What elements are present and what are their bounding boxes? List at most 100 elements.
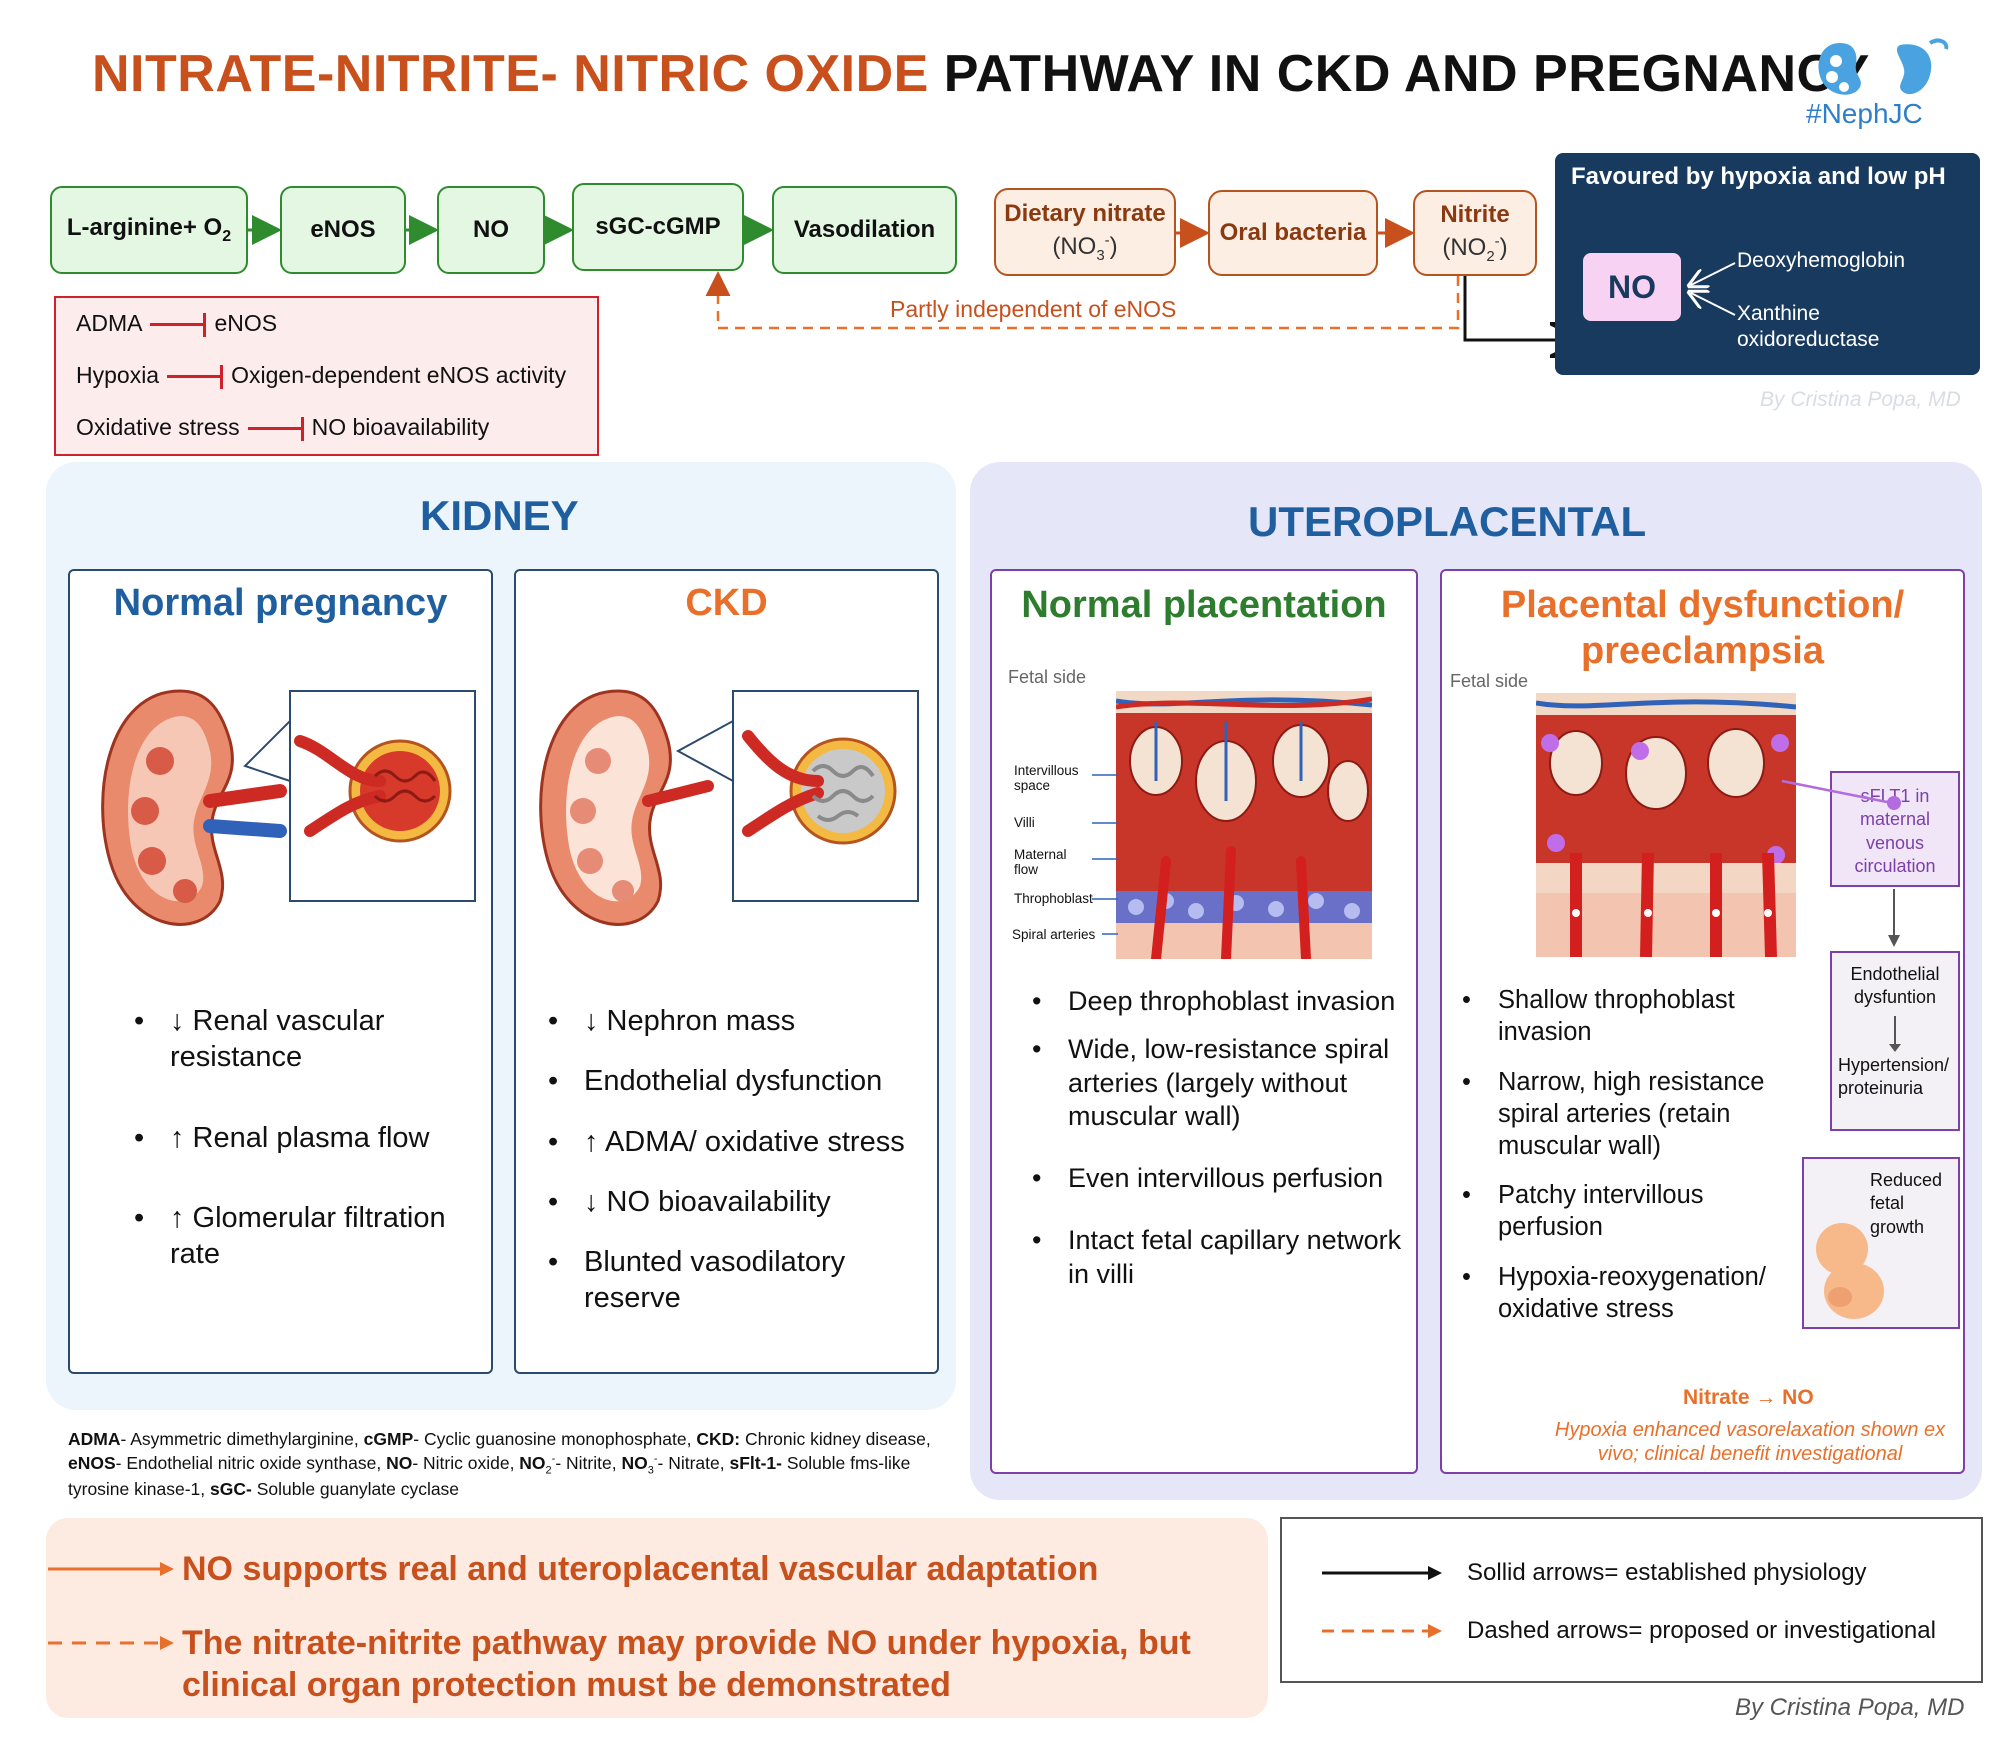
label-leader-lines — [1092, 774, 1118, 935]
abbr-sup: - — [653, 1452, 658, 1465]
xanthine-label: Xanthine oxidoreductase — [1737, 302, 1880, 352]
abbr-value: - Cyclic guanosine monophosphate, — [413, 1429, 697, 1449]
bullet-item: ↓ Nephron mass — [548, 1003, 918, 1040]
vasodilation-box: Vasodilation — [772, 186, 957, 274]
abbr-key: sGC- — [210, 1478, 252, 1499]
abbr-value: Chronic kidney disease, — [740, 1429, 931, 1449]
larginine-subscript: 2 — [222, 227, 232, 245]
abbr-sub: 2 — [545, 1464, 552, 1477]
nitrate-superscript: - — [1104, 231, 1110, 249]
bullet-item: Patchy intervillous perfusion — [1462, 1180, 1777, 1244]
inhibitor-right: NO bioavailability — [311, 414, 490, 440]
endothelial-label: Endothelial dysfuntion — [1850, 964, 1940, 1008]
ckd-kidney-illustration-icon — [539, 689, 919, 926]
normal-placentation-card: Normal placentation Fetal side Intervill… — [990, 569, 1418, 1474]
bullet-item: ↓ Renal vascular resistance — [134, 1003, 474, 1076]
legend-solid: Sollid arrows= established physiology — [1467, 1559, 1867, 1586]
logo-text: #NephJC — [1806, 98, 1923, 129]
hypoxia-panel-title: Favoured by hypoxia and low pH — [1571, 163, 1946, 190]
larginine-text: L-arginine+ O — [66, 214, 223, 242]
deoxyhemoglobin-label: Deoxyhemoglobin — [1737, 249, 1906, 272]
larginine-label: L-arginine+ O2 — [67, 214, 231, 246]
inhibitor-right: eNOS — [214, 310, 278, 336]
author-credit: By Cristina Popa, MD — [1735, 1694, 1965, 1721]
inhibitor-left: Hypoxia — [76, 362, 160, 388]
maternal-flow-label: Maternal flow — [1014, 847, 1067, 877]
inhibitor-right: Oxigen-dependent eNOS activity — [231, 362, 567, 388]
abbr-sub: 3 — [647, 1464, 654, 1477]
abbr-key: eNOS — [68, 1452, 116, 1473]
kidney-illustration-icon — [101, 689, 476, 926]
ckd-card: CKD ↓ Nephron mass Endothelial dysfuncti… — [514, 569, 939, 1374]
throphoblast-label: Throphoblast — [1014, 891, 1093, 906]
solid-nitrite-to-hypoxia — [1463, 276, 1580, 340]
conclusion-arrows — [48, 1562, 174, 1650]
bullet-item: Deep throphoblast invasion — [1032, 985, 1412, 1019]
reduced-growth-box: Reduced fetal growth — [1802, 1157, 1960, 1329]
preeclampsia-connectors — [1781, 779, 1901, 947]
preeclampsia-card: Placental dysfunction/ preeclampsia Feta… — [1440, 569, 1965, 1474]
nitrite-formula: (NO2-) — [1442, 232, 1508, 265]
pathway-connectors — [248, 215, 1999, 480]
conclusion-panel: NO supports real and uteroplacental vasc… — [46, 1518, 1268, 1718]
fetal-side-label: Fetal side — [1008, 667, 1087, 687]
hypertension-label: Hypertension/ proteinuria — [1838, 1054, 1950, 1099]
bullet-item: Wide, low-resistance spiral arteries (la… — [1032, 1033, 1412, 1134]
abbr-value: - Asymmetric dimethylarginine, — [120, 1429, 364, 1449]
ckd-title: CKD — [685, 582, 768, 624]
villi-label: Villi — [1014, 815, 1035, 830]
normal-placentation-bullets: Deep throphoblast invasion Wide, low-res… — [1032, 985, 1412, 1291]
spiral-arteries-label: Spiral arteries — [1012, 927, 1096, 942]
abbr-value: - Nitrite, — [555, 1452, 622, 1473]
inhibitor-row: Oxidative stress NO bioavailability — [76, 414, 489, 441]
abbr-value: Soluble guanylate cyclase — [251, 1478, 460, 1499]
abbr-value: - Nitrate, — [657, 1452, 730, 1473]
dietary-nitrate-box: Dietary nitrate (NO3-) — [994, 188, 1176, 276]
inhibitor-row: Hypoxia Oxigen-dependent eNOS activity — [76, 362, 566, 389]
nitrate-no-label: Nitrate → NO — [1683, 1386, 1814, 1409]
vasodilation-label: Vasodilation — [793, 216, 936, 243]
abbr-key: sFlt-1- — [729, 1452, 782, 1473]
endothelial-box: Endothelial dysfuntion Hypertension/ pro… — [1830, 951, 1960, 1131]
title-part-black: PATHWAY IN CKD AND PREGNANCY — [943, 45, 1870, 103]
dietary-nitrate-label: Dietary nitrate — [1004, 200, 1166, 228]
hypoxia-arrows — [1681, 262, 1736, 316]
bullet-item: ↑ Renal plasma flow — [134, 1120, 474, 1157]
ckd-bullets: ↓ Nephron mass Endothelial dysfunction ↑… — [548, 1003, 918, 1317]
legend-arrows — [1322, 1566, 1442, 1638]
fetus-icon — [1816, 1223, 1884, 1319]
nitrite-superscript: - — [1494, 232, 1500, 250]
abbr-value: - Endothelial nitric oxide synthase, — [115, 1452, 387, 1473]
bullet-item: ↓ NO bioavailability — [548, 1184, 918, 1221]
abbr-key: ADMA — [68, 1429, 121, 1449]
abbr-key: CKD: — [696, 1429, 741, 1449]
uteroplacental-panel: UTEROPLACENTAL Normal placentation Fetal… — [970, 462, 1982, 1500]
bullet-item: Hypoxia-reoxygenation/ oxidative stress — [1462, 1262, 1777, 1326]
abbr-sup: - — [551, 1452, 556, 1465]
bullet-item: ↑ ADMA/ oxidative stress — [548, 1124, 918, 1161]
inhibit-icon — [167, 364, 224, 389]
abbr-value: - Nitric oxide, — [412, 1452, 520, 1473]
hypoxia-panel: Favoured by hypoxia and low pH NO Deoxyh… — [1555, 153, 1980, 375]
abbr-key: cGMP — [363, 1429, 414, 1449]
bullet-item: Blunted vasodilatory reserve — [548, 1244, 918, 1317]
title-part-orange: NITRATE-NITRITE- NITRIC OXIDE — [92, 45, 929, 103]
nitrite-subscript: 2 — [1486, 247, 1495, 265]
inhibitor-left: Oxidative stress — [76, 414, 240, 440]
abbr-key: NO — [386, 1452, 413, 1473]
normal-placentation-title: Normal placentation — [1021, 584, 1387, 626]
larginine-box: L-arginine+ O2 — [50, 186, 248, 274]
abbr-key: NO — [621, 1452, 648, 1473]
dietary-nitrate-formula: (NO3-) — [1052, 231, 1118, 264]
preeclampsia-bullets: Shallow throphoblast invasion Narrow, hi… — [1462, 985, 1777, 1326]
abbreviations: ADMA- Asymmetric dimethylarginine, cGMP-… — [68, 1428, 958, 1502]
preeclampsia-placenta-illustration-icon — [1536, 693, 1796, 957]
down-arrow-icon — [1832, 1010, 1958, 1054]
inhibit-icon — [247, 416, 304, 441]
inhibit-icon — [150, 312, 207, 337]
reduced-growth-label: Reduced fetal growth — [1870, 1170, 1943, 1237]
hypoxia-no-box: NO — [1583, 253, 1681, 321]
conclusion-line2: The nitrate-nitrite pathway may provide … — [182, 1624, 1191, 1705]
normal-pregnancy-bullets: ↓ Renal vascular resistance ↑ Renal plas… — [134, 1003, 474, 1272]
preeclampsia-title: Placental dysfunction/ preeclampsia — [1442, 583, 1963, 674]
